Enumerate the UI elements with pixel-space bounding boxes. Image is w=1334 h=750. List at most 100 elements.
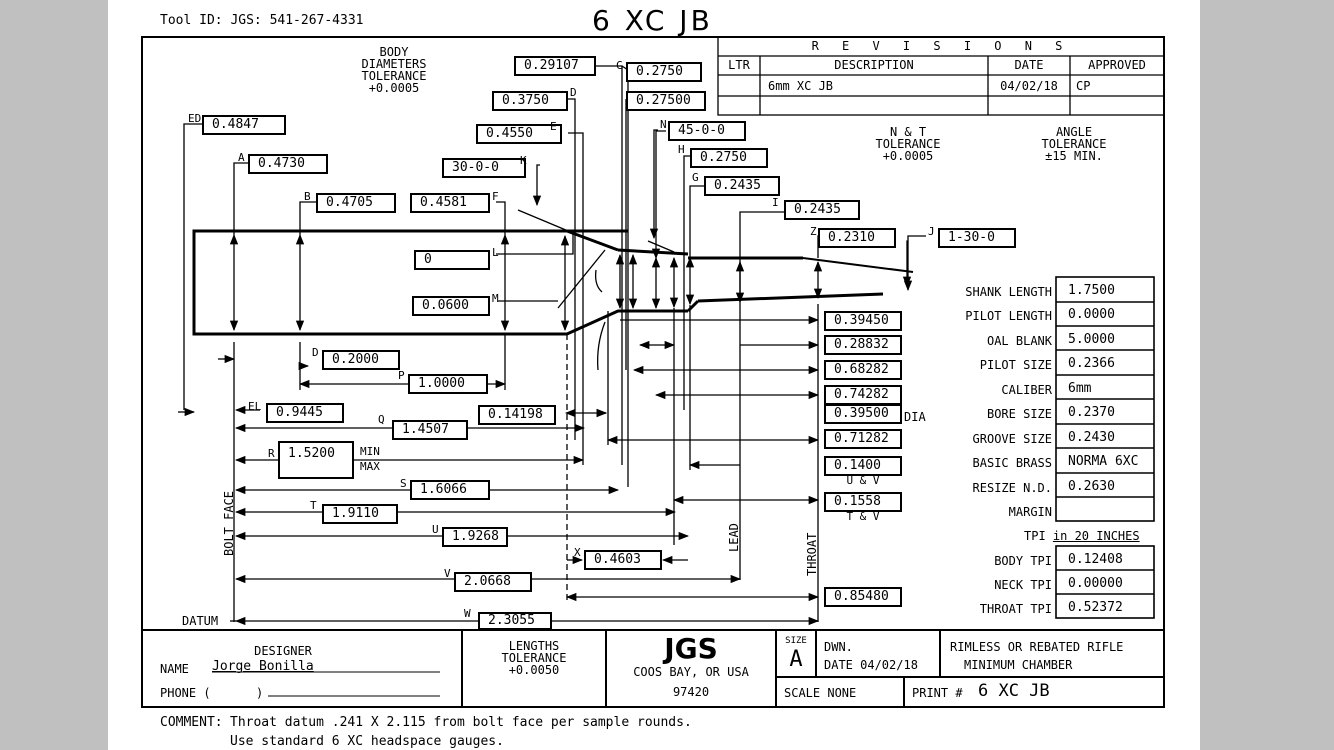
lead-label: LEAD (727, 523, 741, 552)
comment-label: COMMENT: (160, 715, 223, 730)
r-min: MIN (360, 445, 380, 458)
letter-r: R (268, 447, 275, 460)
letter-i: I (772, 196, 779, 209)
spec-value: 0.2430 (1068, 430, 1115, 445)
dim-c-top: 0.29107 (514, 56, 596, 76)
dim-el: 0.9445 (266, 403, 344, 423)
chamber-drawing-lines (141, 36, 1165, 708)
spec-table-lines (1055, 276, 1155, 619)
letter-h: H (678, 143, 685, 156)
dim-r: 1.5200 (278, 441, 354, 479)
letter-ed: ED (188, 112, 202, 125)
r-max: MAX (360, 460, 380, 473)
dim-f: 0.4581 (410, 193, 490, 213)
bolt-face-label: BOLT FACE (222, 490, 236, 556)
name-label: NAME (160, 662, 189, 676)
tool-id: Tool ID: JGS: 541-267-4331 (160, 13, 364, 28)
letter-el: EL (248, 400, 262, 413)
letter-n: N (660, 118, 667, 131)
dim-m: 0.0600 (412, 296, 490, 316)
comment-line-2: Use standard 6 XC headspace gauges. (230, 734, 504, 749)
uv-label: U & V (846, 474, 880, 487)
revisions-title: R E V I S I O N S (811, 39, 1071, 53)
spec-label: BORE SIZE (986, 407, 1052, 421)
dim-g: 0.2435 (704, 176, 780, 196)
letter-p: P (398, 369, 405, 382)
spec-label: SHANK LENGTH (965, 285, 1052, 299)
dim-l: 0 (414, 250, 490, 270)
designer-name: Jorge Bonilla (212, 659, 314, 674)
company-zip: 97420 (672, 685, 710, 699)
spec-label: OAL BLANK (986, 334, 1052, 348)
rev-row-approved: CP (1076, 79, 1091, 93)
comment-line-1: Throat datum .241 X 2.115 from bolt face… (230, 715, 692, 730)
title-block-lines (142, 629, 1164, 707)
letter-f: F (492, 190, 499, 203)
spec-value: 0.0000 (1068, 307, 1115, 322)
dim-t: 1.9110 (322, 504, 398, 524)
dim-o: 0.2000 (322, 350, 400, 370)
description-line-2: MINIMUM CHAMBER (964, 658, 1073, 672)
drawing-title: 6 XC JB (592, 4, 713, 37)
letter-v: V (444, 567, 451, 580)
spec-label: BASIC BRASS (972, 456, 1052, 470)
letter-w: W (464, 607, 471, 620)
dim-j: 1-30-0 (938, 228, 1016, 248)
date-line: DATE 04/02/18 (824, 658, 918, 672)
spec-value: 5.0000 (1068, 332, 1115, 347)
dim-k: 30-0-0 (442, 158, 526, 178)
dim-right-5: 0.39500 (824, 404, 902, 424)
rev-header-date: DATE (1014, 58, 1044, 72)
dim-n: 45-0-0 (668, 121, 746, 141)
dim-p: 1.0000 (408, 374, 488, 394)
letter-c: C (616, 59, 623, 72)
drawing-sheet: Tool ID: JGS: 541-267-4331 6 XC JB R E V… (108, 0, 1200, 750)
letter-z: Z (810, 225, 817, 238)
letter-m: M (492, 292, 499, 305)
dim-right-7: 0.1400 (824, 456, 902, 476)
rev-row-date: 04/02/18 (1000, 79, 1058, 93)
dim-right-9: 0.85480 (824, 587, 902, 607)
tpi-value: 0.12408 (1068, 552, 1123, 567)
dim-right-1: 0.39450 (824, 311, 902, 331)
datum-label: DATUM (182, 614, 219, 628)
dim-s: 1.6066 (410, 480, 490, 500)
phone-close: ) (256, 686, 264, 700)
tpi-value: 0.52372 (1068, 600, 1123, 615)
diameter-arrows (229, 233, 823, 332)
dim-z: 0.2310 (818, 228, 896, 248)
tpi-header: TPI in 20 INCHES (1024, 529, 1140, 543)
rev-row-description: 6mm XC JB (768, 79, 834, 93)
rev-header-description: DESCRIPTION (834, 58, 914, 72)
dim-u: 1.9268 (442, 527, 508, 547)
dim-x14: 0.14198 (478, 405, 556, 425)
description-line-1: RIMLESS OR REBATED RIFLE (950, 640, 1124, 654)
tpi-label: THROAT TPI (979, 602, 1052, 616)
spec-label: MARGIN (1008, 505, 1052, 519)
tpi-label: NECK TPI (994, 578, 1052, 592)
letter-b: B (304, 190, 311, 203)
revisions-table-lines (717, 36, 1165, 116)
rev-header-ltr: LTR (728, 58, 750, 72)
letter-j: J (928, 225, 935, 238)
rev-header-approved: APPROVED (1088, 58, 1146, 72)
dim-ed: 0.4847 (202, 115, 286, 135)
dia-label: DIA (904, 410, 926, 424)
dim-right-8: 0.1558 (824, 492, 902, 512)
letter-d: D (570, 86, 577, 99)
dim-right-4: 0.74282 (824, 385, 902, 405)
dim-h: 0.2750 (690, 148, 768, 168)
dim-c: 0.2750 (626, 62, 702, 82)
spec-value: NORMA 6XC (1068, 454, 1139, 469)
phone-label: PHONE ( (160, 686, 211, 700)
dim-b: 0.4705 (316, 193, 396, 213)
scale: SCALE NONE (784, 686, 857, 700)
tpi-label: BODY TPI (994, 554, 1052, 568)
tpi-value: 0.00000 (1068, 576, 1123, 591)
dim-w: 2.3055 (478, 612, 552, 630)
letter-q: Q (378, 413, 385, 426)
spec-label: PILOT LENGTH (965, 309, 1052, 323)
size-label: SIZE (785, 636, 807, 646)
spec-label: PILOT SIZE (979, 358, 1052, 372)
spec-label: CALIBER (1001, 383, 1052, 397)
